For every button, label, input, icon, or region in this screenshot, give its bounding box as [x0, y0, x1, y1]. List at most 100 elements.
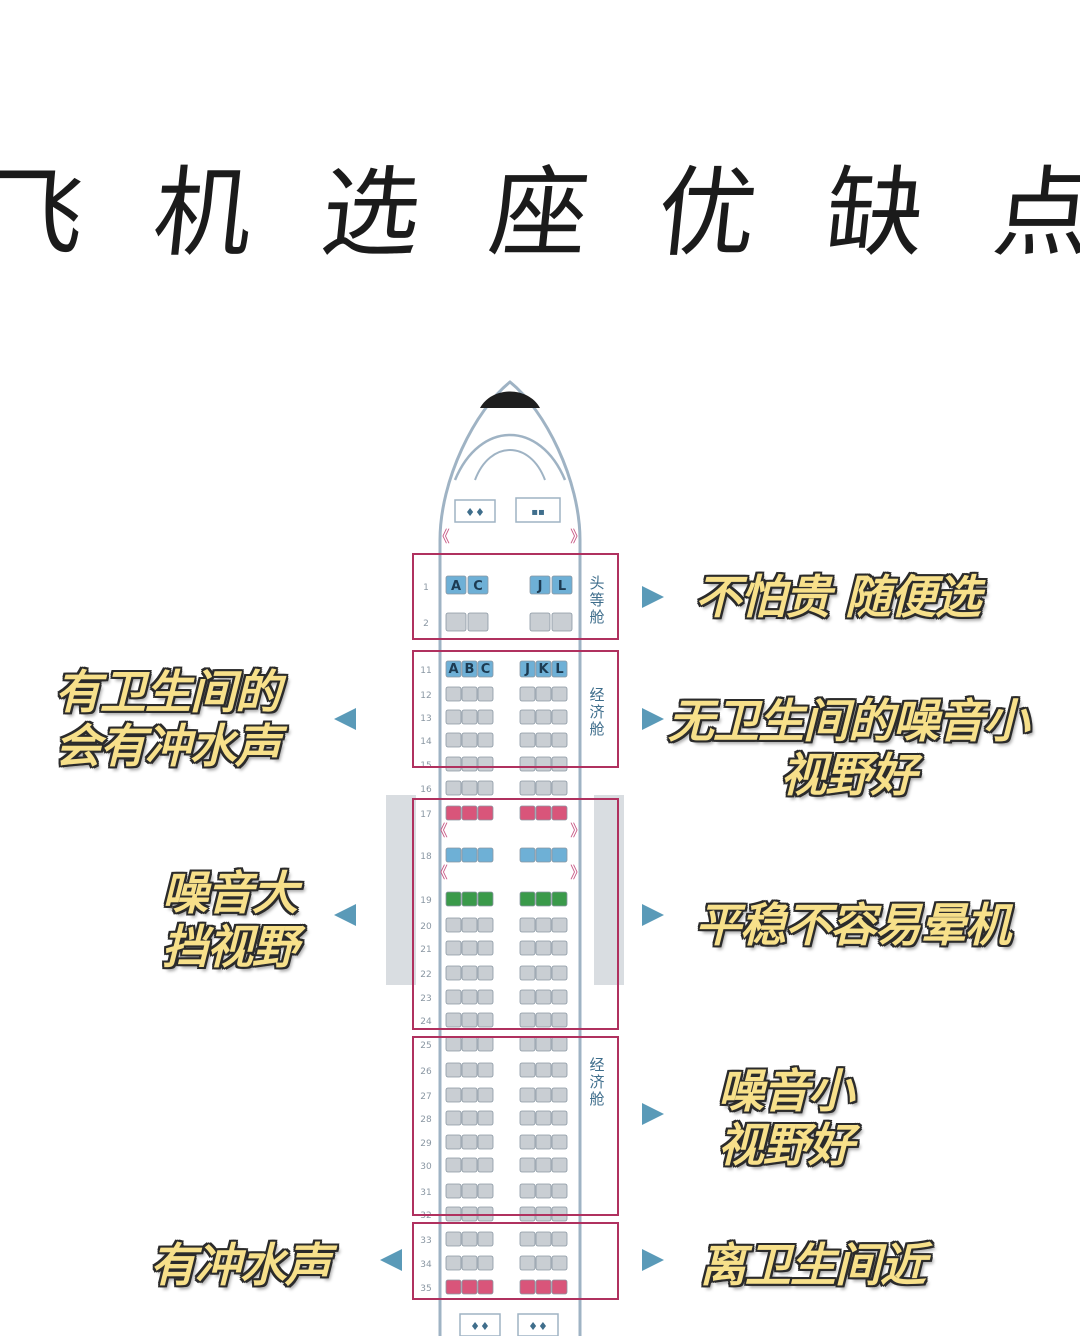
- seat: [445, 1231, 462, 1247]
- arrow-right-icon: [642, 586, 664, 608]
- row-number: 19: [420, 896, 432, 906]
- seat: [445, 686, 462, 702]
- right-wing: [594, 795, 624, 985]
- seat: [461, 1183, 478, 1199]
- seat: [477, 1231, 494, 1247]
- seat: [519, 965, 536, 981]
- callout-wing-right: 平稳不容易晕机: [695, 898, 1011, 952]
- seat: [551, 1012, 568, 1028]
- seat-letter: J: [524, 662, 530, 677]
- seat: [519, 1255, 536, 1271]
- row-number: 27: [420, 1092, 431, 1102]
- seat: [519, 989, 536, 1005]
- seat: [477, 1183, 494, 1199]
- row-number: 23: [420, 994, 431, 1004]
- exit-chevron-icon: 》: [570, 527, 586, 546]
- seat: [445, 940, 462, 956]
- seat: [461, 1279, 478, 1295]
- seat: [445, 805, 462, 821]
- seat: [535, 1110, 552, 1126]
- row-number: 35: [420, 1284, 431, 1294]
- seat: [477, 1279, 494, 1295]
- seat: [551, 1255, 568, 1271]
- seat: [519, 1183, 536, 1199]
- seat: [445, 1157, 462, 1173]
- seat-letter: A: [451, 579, 461, 594]
- seat: [445, 1255, 462, 1271]
- row-number: 12: [420, 691, 431, 701]
- title-char: 优: [652, 157, 763, 271]
- seat: [535, 780, 552, 796]
- rear-lavatory: [459, 1313, 501, 1336]
- seat: [529, 612, 551, 632]
- seat: [445, 965, 462, 981]
- row-number: 20: [420, 922, 432, 932]
- seat-header: [445, 660, 462, 678]
- seat: [535, 1012, 552, 1028]
- arrow-left-icon: [380, 1249, 402, 1271]
- callout-front-economy-right: 无卫生间的噪音小 视野好: [668, 694, 1029, 802]
- seat: [477, 940, 494, 956]
- seat: [519, 732, 536, 748]
- title-char: 座: [484, 157, 595, 271]
- seat: [551, 1087, 568, 1103]
- zone-first-class: [412, 553, 619, 640]
- row-number: 11: [420, 666, 431, 676]
- seat-letter: C: [473, 579, 483, 594]
- seat: [477, 1012, 494, 1028]
- seat: [551, 805, 568, 821]
- row-number: 33: [420, 1236, 431, 1246]
- seat: [519, 917, 536, 933]
- seat: [467, 612, 489, 632]
- exit-chevron-icon: 《: [434, 527, 450, 546]
- seat: [519, 1279, 536, 1295]
- seat: [535, 847, 552, 863]
- seat: [551, 612, 573, 632]
- seat-header: [477, 660, 494, 678]
- seat: [445, 1110, 462, 1126]
- seat: [445, 732, 462, 748]
- row-number: 26: [420, 1067, 432, 1077]
- seat-letter: A: [448, 662, 458, 677]
- seat: [477, 1062, 494, 1078]
- seat: [477, 989, 494, 1005]
- seat: [551, 1279, 568, 1295]
- arrow-right-icon: [642, 1103, 664, 1125]
- seat: [461, 1110, 478, 1126]
- seat: [519, 891, 536, 907]
- seat: [519, 1062, 536, 1078]
- row-number: 32: [420, 1211, 431, 1221]
- seat: [551, 891, 568, 907]
- title-char: 选: [316, 157, 427, 271]
- seat: [535, 732, 552, 748]
- seat: [461, 847, 478, 863]
- seat: [535, 1087, 552, 1103]
- title-char: 点: [988, 157, 1080, 271]
- nose-cone: [480, 391, 540, 408]
- seat: [477, 1134, 494, 1150]
- cockpit-frame: [474, 449, 546, 481]
- first-class-label: 头等舱: [589, 574, 604, 626]
- seat: [445, 1062, 462, 1078]
- seat: [519, 1231, 536, 1247]
- seat-header: [529, 575, 551, 595]
- seat: [535, 1183, 552, 1199]
- seat-letter: C: [481, 662, 491, 677]
- callout-tail-right: 离卫生间近: [700, 1238, 926, 1292]
- row-number: 2: [423, 619, 429, 629]
- lavatory-icon: ♦♦: [465, 506, 485, 519]
- left-wing: [386, 795, 416, 985]
- seat: [477, 1255, 494, 1271]
- seat: [551, 1134, 568, 1150]
- zone-tail: [412, 1222, 619, 1300]
- seat: [519, 1157, 536, 1173]
- seat: [445, 1134, 462, 1150]
- seat-header: [519, 660, 536, 678]
- seat: [551, 1062, 568, 1078]
- front-lavatory: [454, 499, 496, 523]
- seat: [461, 917, 478, 933]
- seat: [477, 1157, 494, 1173]
- seat: [445, 1012, 462, 1028]
- title-char: 缺: [820, 157, 931, 271]
- arrow-right-icon: [642, 1249, 664, 1271]
